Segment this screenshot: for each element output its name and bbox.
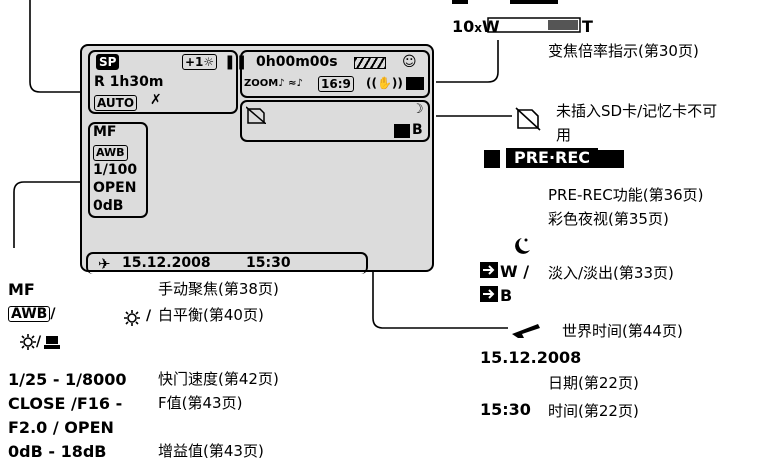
iris-desc: F值(第43页) xyxy=(158,394,243,412)
night-mode-legend-icon xyxy=(515,238,530,254)
no-card-desc: 未插入SD卡/记忆卡不可 xyxy=(556,102,718,120)
plane-legend-icon xyxy=(512,324,540,338)
mf-label: MF xyxy=(8,280,35,299)
plane-icon: ✈ xyxy=(98,255,111,273)
fade-b-label: B xyxy=(412,122,423,138)
lcd-top-right-group: 0h00m00s ☺ ZOOM♪ ≈♪ 16:9 ((✋)) xyxy=(240,50,430,98)
leader-zoom xyxy=(436,40,499,83)
auto-badge: AUTO xyxy=(94,95,138,111)
date-desc: 日期(第22页) xyxy=(548,374,639,392)
shutter-range: 1/25 - 1/8000 xyxy=(8,370,127,389)
zoom-bar-fill xyxy=(548,20,578,30)
timecode: 0h00m00s xyxy=(256,54,338,70)
lcd-date: 15.12.2008 xyxy=(122,255,211,271)
manual-wb-legend-icon xyxy=(44,336,60,349)
time-value: 15:30 xyxy=(480,400,531,419)
wb-desc: 白平衡(第40页) xyxy=(158,306,264,324)
iris-range-2: F2.0 / OPEN xyxy=(8,418,114,437)
iris-range-1: CLOSE /F16 - xyxy=(8,394,123,413)
stabilizer-icon: ((✋)) xyxy=(366,76,403,90)
leader-left-group xyxy=(13,181,88,248)
zoom-mic-icon: ZOOM♪ ≈♪ xyxy=(244,78,303,89)
sp-badge: SP xyxy=(96,54,120,70)
zoom-w: W xyxy=(482,17,500,36)
shutter-desc: 快门速度(第42页) xyxy=(158,370,279,388)
fade-white-legend-icon xyxy=(480,262,498,278)
screen-mode-icon xyxy=(406,77,424,90)
sun-outdoor-legend-icon xyxy=(124,310,140,326)
no-card-desc-2: 用 xyxy=(556,126,572,144)
no-card-icon xyxy=(246,106,266,124)
no-card-legend-icon xyxy=(515,107,541,131)
leader-top-left xyxy=(29,0,80,93)
fade-icon xyxy=(394,124,410,138)
wb-sep-2: / xyxy=(146,308,152,324)
zoom-x: x xyxy=(474,21,483,35)
fade-black-legend-icon xyxy=(480,286,498,302)
prerec-badge: PRE·REC xyxy=(484,148,625,168)
leader-datetime xyxy=(363,261,508,329)
awb-legend: AWB/ xyxy=(8,306,55,322)
remaining-time: R 1h30m xyxy=(94,74,164,90)
fade-b-legend-label: B xyxy=(500,286,513,305)
night-desc: 彩色夜视(第35页) xyxy=(548,210,669,228)
cropped-icon xyxy=(452,0,468,4)
shutter-value: 1/100 xyxy=(93,162,138,178)
zoom-desc: 变焦倍率指示(第30页) xyxy=(548,42,699,60)
ev-comp: +1☼ xyxy=(182,54,218,70)
scene-icon: ✗ xyxy=(150,92,162,108)
lcd-left-column-group: MF AWB 1/100 OPEN 0dB xyxy=(88,122,148,218)
sun-indoor-legend-icon xyxy=(20,334,36,350)
lcd-screen: SP +1☼ ❚❚ R 1h30m AUTO ✗ 0h00m00s ☺ ZOOM… xyxy=(80,44,434,274)
aspect-ratio: 16:9 xyxy=(318,76,354,92)
date-value: 15.12.2008 xyxy=(480,348,582,367)
world-time-desc: 世界时间(第44页) xyxy=(562,322,683,340)
mf-desc: 手动聚焦(第38页) xyxy=(158,280,279,298)
iris-value: OPEN xyxy=(93,180,137,196)
fade-w-label: W / xyxy=(500,262,530,281)
battery-icon xyxy=(354,57,386,69)
lcd-top-left-group: SP +1☼ ❚❚ R 1h30m AUTO ✗ xyxy=(88,50,247,114)
fade-desc: 淡入/淡出(第33页) xyxy=(548,264,674,282)
gain-range: 0dB - 18dB xyxy=(8,442,107,461)
zoom-prefix: 10 xyxy=(452,17,475,36)
cropped-text-bar xyxy=(510,0,558,4)
gain-value: 0dB xyxy=(93,198,124,214)
night-icon: ☽ xyxy=(412,102,424,117)
mf-value: MF xyxy=(93,124,117,140)
gain-desc: 增益值(第43页) xyxy=(158,442,264,460)
time-desc: 时间(第22页) xyxy=(548,402,639,420)
face-icon: ☺ xyxy=(402,54,417,70)
lcd-time: 15:30 xyxy=(246,255,291,271)
lcd-mid-right-group: ☽ B xyxy=(240,100,430,142)
prerec-desc: PRE-REC功能(第36页) xyxy=(548,186,704,204)
lcd-datetime-group: ✈ 15.12.2008 15:30 xyxy=(86,252,368,274)
zoom-indicator: 10xW xyxy=(452,17,500,36)
zoom-t: T xyxy=(582,17,593,36)
wb-sep-3: / xyxy=(36,334,42,350)
awb-value: AWB xyxy=(93,145,128,161)
